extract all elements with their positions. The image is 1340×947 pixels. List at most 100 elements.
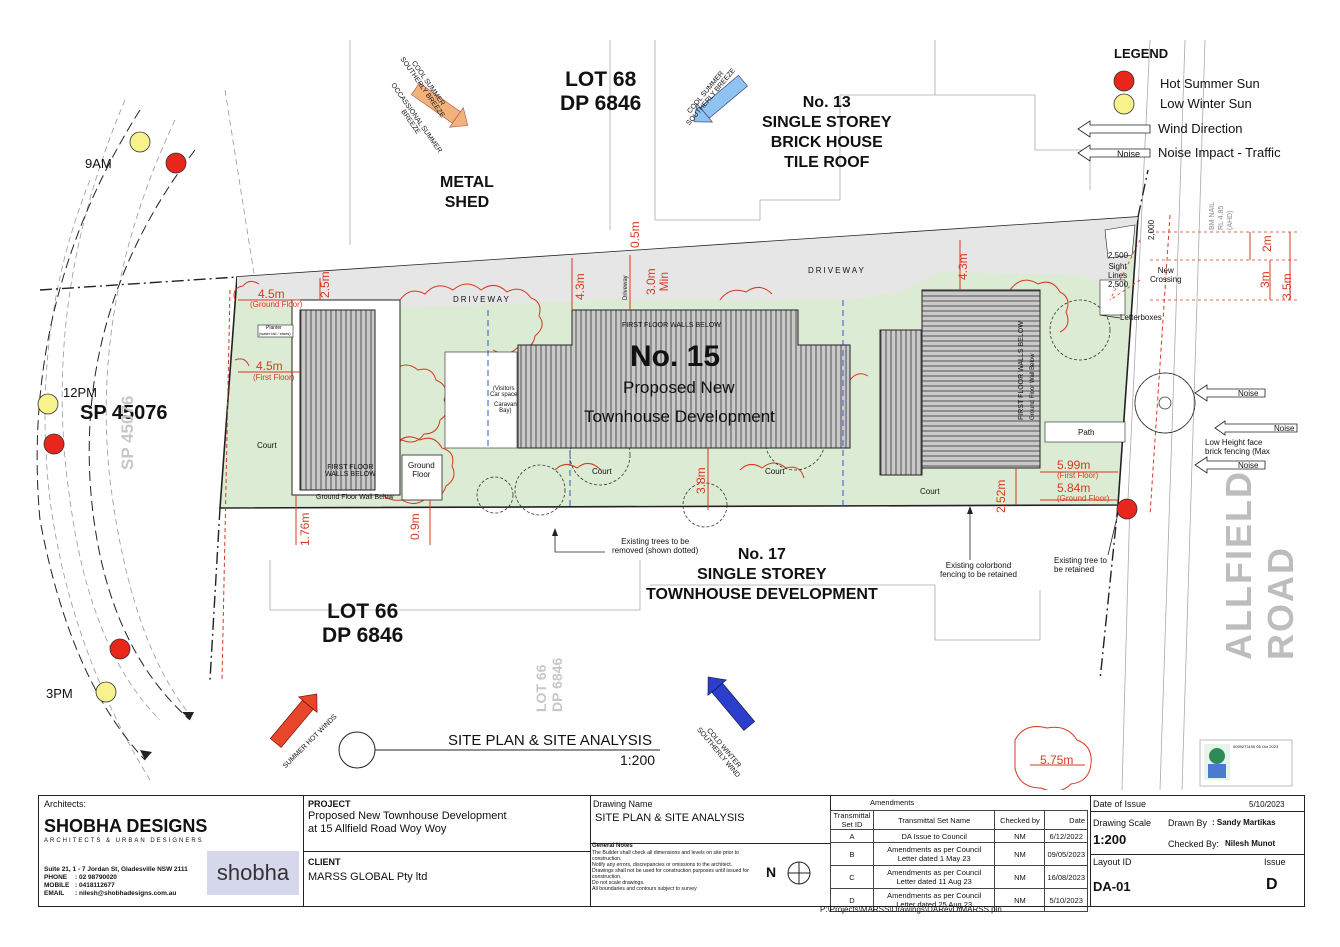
ground-floor-wall-label-east: Ground Floor Wall Below — [1030, 353, 1036, 420]
dim-2m: 2m — [1260, 235, 1274, 252]
bm-nail-label: BM NAIL RL 4.85 (AHD) — [1209, 201, 1234, 230]
table-row: C Amendments as per Council Letter dated… — [830, 865, 1088, 889]
dim-ground-floor-west: (Ground Floor) — [250, 300, 303, 309]
dim-4-3m-b: 4.3m — [956, 253, 970, 280]
dim-5-84m: 5.84m — [1057, 481, 1091, 495]
dim-3-5m: 3.5m — [1280, 273, 1294, 300]
amend-cell: A — [830, 829, 874, 843]
amend-cell: NM — [994, 829, 1046, 843]
dim-3m: 3m — [1258, 271, 1272, 288]
dim-5-75m: 5.75m — [1040, 753, 1074, 767]
amendments-label: Amendments — [870, 798, 915, 807]
dim-2500-b: 2,500 — [1108, 280, 1129, 289]
dim-0-5m: 0.5m — [628, 221, 642, 248]
noise-tag-2: Noise — [1274, 424, 1295, 433]
dim-5-84m-sub: (Ground Floor) — [1057, 494, 1110, 503]
north-icon — [787, 861, 811, 885]
drawing-scale-label: Drawing Scale — [1093, 818, 1152, 828]
amend-cell: 16/08/2023 — [1044, 865, 1088, 889]
time-9am: 9AM — [85, 156, 112, 171]
amend-cell: D — [830, 888, 874, 912]
drawing-scale-value: 1:200 — [1093, 832, 1127, 847]
dim-5-99m: 5.99m — [1057, 458, 1091, 472]
building-east — [879, 224, 1136, 476]
phone-value: : 02 98790020 — [75, 874, 117, 881]
lot-68-label: LOT 68 DP 6846 — [560, 68, 642, 115]
lot-17-label: No. 17 SINGLE STOREY TOWNHOUSE DEVELOPME… — [646, 546, 878, 603]
lot-66-rotated: LOT 66 DP 6846 — [533, 657, 565, 712]
checked-by-label: Checked By: — [1168, 839, 1220, 849]
amend-cell: Amendments as per Council Letter dated 1… — [872, 865, 996, 889]
layout-id-label: Layout ID — [1093, 857, 1132, 867]
sp-label: SP 45076 — [80, 402, 168, 424]
address: Suite 21, 1 - 7 Jordan St, Gladesville N… — [44, 866, 188, 873]
site-plan-drawing — [36, 39, 1300, 790]
drawn-by-value: : Sandy Martikas — [1212, 818, 1276, 827]
low-fence-label: Low Height face brick fencing (Max — [1205, 438, 1270, 456]
mobile-label: MOBILE — [44, 882, 70, 889]
sight-lines-label: Sight Lines — [1108, 262, 1128, 280]
issue-cell: Date of Issue 5/10/2023 Drawing Scale 1:… — [1090, 796, 1304, 906]
dim-2000: 2,000 — [1147, 219, 1156, 240]
amendments-table: Transmittal Set ID Transmittal Set Name … — [830, 810, 1088, 912]
dim-3-0m-min: 3.0m Min — [644, 268, 671, 295]
north-label: N — [766, 864, 777, 880]
phone-label: PHONE — [44, 874, 68, 881]
legend-item-winter-sun: Low Winter Sun — [1160, 96, 1252, 111]
legend-title: LEGEND — [1114, 46, 1169, 61]
sp-label-rotated: SP 45076 — [118, 395, 137, 470]
amend-header: Date — [1044, 810, 1088, 830]
mobile-value: : 0418112677 — [75, 882, 115, 889]
legend-label: Hot Summer Sun — [1160, 76, 1260, 91]
court-label-1: Court — [257, 441, 277, 450]
existing-trees-label: Existing trees to be removed (shown dott… — [612, 537, 699, 555]
dim-2500-a: 2,500 — [1108, 251, 1129, 260]
time-12pm: 12PM — [63, 385, 97, 400]
visitors-label: (Visitors Car space — [490, 386, 518, 398]
plan-scale: 1:200 — [620, 752, 656, 768]
legend-item-hot-sun: Hot Summer Sun — [1160, 76, 1260, 91]
architect-cell: Architects: SHOBHA DESIGNS ARCHITECTS & … — [39, 796, 304, 906]
noise-tag-1: Noise — [1238, 389, 1259, 398]
amend-cell: C — [830, 865, 874, 889]
caravan-label: Caravan Bay) — [494, 402, 517, 414]
table-row: B Amendments as per Council Letter dated… — [830, 842, 1088, 866]
legend-label: Noise Impact - Traffic — [1158, 145, 1281, 160]
noise-tag-3: Noise — [1238, 461, 1259, 470]
dim-first-floor-west: (First Floor) — [253, 373, 295, 382]
email-value: : nilesh@shobhadesigns.com.au — [75, 890, 177, 897]
neighbour-linework — [269, 39, 1206, 790]
amend-cell: NM — [994, 842, 1046, 866]
project-cell: PROJECT Proposed New Townhouse Developme… — [303, 796, 591, 906]
amend-cell: 6/12/2022 — [1044, 829, 1088, 843]
general-notes: The Builder shall check all dimensions a… — [592, 850, 749, 892]
amend-cell: DA Issue to Council — [872, 829, 996, 843]
amend-cell: Amendments as per Council Letter dated 1… — [872, 842, 996, 866]
main-subtitle-1: Proposed New — [623, 378, 735, 397]
metal-shed-label: METAL SHED — [440, 174, 494, 211]
amend-header: Transmittal Set ID — [830, 810, 874, 830]
title-block: Architects: SHOBHA DESIGNS ARCHITECTS & … — [38, 795, 1305, 912]
driveway-label-1: DRIVEWAY — [453, 295, 511, 304]
driveway-label-2: DRIVEWAY — [808, 266, 866, 275]
first-floor-walls-label-west: FIRST FLOOR WALLS BELOW — [325, 464, 376, 478]
amend-cell: 09/05/2023 — [1044, 842, 1088, 866]
driveway-area — [237, 217, 1138, 310]
amend-header: Transmittal Set Name — [872, 810, 996, 830]
dim-5-99m-sub: (First Floor) — [1057, 471, 1099, 480]
project-value: Proposed New Townhouse Development at 15… — [308, 810, 507, 835]
issue-value: D — [1266, 876, 1278, 893]
general-notes-title: General Notes — [592, 843, 633, 849]
legend-label: Wind Direction — [1158, 121, 1243, 136]
court-label-4: Court — [920, 487, 940, 496]
existing-tree-label: Existing tree to be retained — [1054, 556, 1107, 574]
logo-text: shobha — [216, 860, 290, 885]
dim-0-9m: 0.9m — [408, 513, 422, 540]
wind-arrows — [269, 74, 1298, 748]
date-issue-label: Date of Issue — [1093, 799, 1147, 809]
email-label: EMAIL — [44, 890, 65, 897]
first-floor-walls-label: FIRST FLOOR WALLS BELOW — [622, 322, 721, 329]
building-west — [257, 299, 443, 501]
court-label-3: Court — [765, 467, 785, 476]
dim-4-3m-a: 4.3m — [573, 273, 587, 300]
